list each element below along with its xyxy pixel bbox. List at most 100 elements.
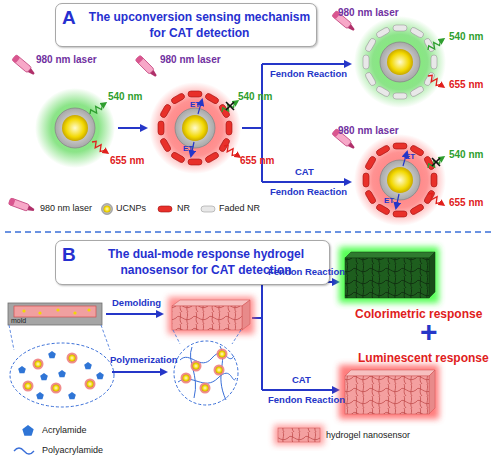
ucnp-bare bbox=[55, 108, 95, 148]
emission-label: 540 nm bbox=[238, 92, 272, 102]
blocked-cross bbox=[226, 102, 234, 110]
emission-arrow bbox=[88, 37, 445, 208]
legend-sample bbox=[14, 448, 34, 454]
hydrogel-block bbox=[217, 349, 228, 360]
process-arrow bbox=[262, 63, 350, 65]
emission-arrow bbox=[88, 101, 107, 117]
process-arrow bbox=[118, 64, 350, 182]
laser-label: 980 nm laser bbox=[338, 8, 399, 18]
response-label: Luminescent response bbox=[358, 352, 489, 364]
emission-arrow bbox=[426, 192, 445, 208]
colorimetric-hydrogel bbox=[345, 252, 435, 258]
mold-illustration bbox=[51, 383, 62, 394]
ucnp-with-nr bbox=[354, 134, 446, 226]
hydrogel-block bbox=[174, 341, 238, 405]
mold-illustration bbox=[84, 362, 92, 369]
process-arrow bbox=[262, 181, 350, 183]
mold-illustration bbox=[73, 311, 76, 314]
plus-sign: + bbox=[420, 317, 438, 347]
legend-sample bbox=[8, 198, 215, 215]
mold-illustration bbox=[10, 343, 114, 407]
luminescent-hydrogel bbox=[345, 376, 429, 414]
panel-title: The upconversion sensing mechanism for C… bbox=[86, 9, 313, 41]
legend-sample bbox=[22, 425, 33, 436]
title-box: A The upconversion sensing mechanism for … bbox=[55, 3, 317, 47]
legend-text: Polyacrylamide bbox=[42, 446, 103, 455]
luminescent-hydrogel bbox=[429, 370, 435, 414]
ucnp-bare bbox=[35, 88, 115, 168]
mold-illustration bbox=[23, 381, 34, 392]
legend-text: NR bbox=[177, 204, 190, 213]
ucnp-with-nr bbox=[354, 134, 446, 226]
hydrogel-block bbox=[168, 297, 254, 334]
hydrogel-block bbox=[172, 306, 242, 330]
legend-sample bbox=[103, 205, 110, 212]
hydrogel-block bbox=[200, 383, 211, 394]
mold-illustration bbox=[85, 379, 96, 390]
emission-label: 655 nm bbox=[240, 156, 274, 166]
hydrogel-block bbox=[214, 365, 225, 376]
mold-illustration bbox=[48, 351, 56, 358]
emission-label: 540 nm bbox=[449, 32, 483, 42]
emission-arrow bbox=[222, 144, 241, 160]
mold-tray: mold bbox=[8, 303, 102, 325]
ucnp-with-nr bbox=[175, 108, 215, 148]
mold-illustration bbox=[40, 373, 48, 380]
hydrogel-block bbox=[178, 346, 236, 400]
laser-icon bbox=[12, 55, 36, 77]
legend-sample bbox=[14, 425, 324, 454]
process-arrow bbox=[106, 282, 338, 390]
step-label: Fendon Reaction bbox=[268, 267, 345, 277]
emission-label: 655 nm bbox=[449, 198, 483, 208]
luminescent-hydrogel bbox=[339, 365, 439, 419]
energy-transfer-label: ET bbox=[384, 197, 394, 205]
colorimetric-hydrogel bbox=[429, 252, 435, 298]
laser-icon bbox=[135, 55, 158, 78]
panel-separator bbox=[5, 231, 495, 233]
process-arrow bbox=[106, 313, 162, 315]
emission-arrow bbox=[220, 99, 239, 115]
legend-sample bbox=[102, 204, 113, 215]
step-label: Fendon Reaction bbox=[270, 69, 347, 79]
luminescent-hydrogel bbox=[345, 370, 435, 376]
process-arrow bbox=[118, 127, 146, 129]
laser-label: 980 nm laser bbox=[338, 126, 399, 136]
emission-arrow bbox=[90, 140, 109, 156]
ucnp-with-nr bbox=[363, 143, 437, 217]
legend-text: Acrylamide bbox=[42, 426, 87, 435]
legend-sample bbox=[158, 206, 172, 212]
ucnp-faded-nr bbox=[354, 16, 446, 108]
ucnp-with-nr bbox=[158, 91, 232, 165]
step-label: CAT bbox=[292, 375, 311, 385]
step-label: Polymerization bbox=[110, 355, 178, 365]
mold-illustration bbox=[67, 353, 78, 364]
step-label: Fendon Reaction bbox=[268, 395, 345, 405]
energy-transfer-label: ET bbox=[183, 145, 193, 153]
title-box: BThe dual-mode response hydrogel nanosen… bbox=[55, 240, 330, 285]
ucnp-faded-nr bbox=[380, 42, 420, 82]
colorimetric-hydrogel bbox=[345, 258, 429, 298]
ucnp-with-nr bbox=[396, 194, 399, 208]
mold-illustration bbox=[18, 366, 26, 373]
mold-illustration bbox=[36, 392, 44, 399]
legend-text: UCNPs bbox=[116, 204, 146, 213]
legend-sample bbox=[8, 198, 35, 213]
panel-letter: A bbox=[62, 7, 76, 29]
ucnp-bare bbox=[35, 88, 115, 168]
ucnp-with-nr bbox=[380, 160, 420, 200]
mold-illustration bbox=[8, 303, 114, 407]
emission-label: 655 nm bbox=[449, 80, 483, 90]
ucnp-faded-nr bbox=[363, 25, 437, 99]
emission-arrow bbox=[426, 37, 445, 53]
legend-sample bbox=[278, 428, 320, 442]
legend-sample bbox=[201, 206, 215, 212]
mold-illustration bbox=[58, 370, 66, 377]
emission-arrow bbox=[426, 74, 445, 90]
colorimetric-hydrogel bbox=[339, 247, 439, 303]
process-arrow bbox=[112, 371, 166, 373]
blocked-cross bbox=[432, 158, 440, 166]
step-label: CAT bbox=[295, 167, 314, 177]
ucnp-faded-nr bbox=[354, 16, 446, 108]
